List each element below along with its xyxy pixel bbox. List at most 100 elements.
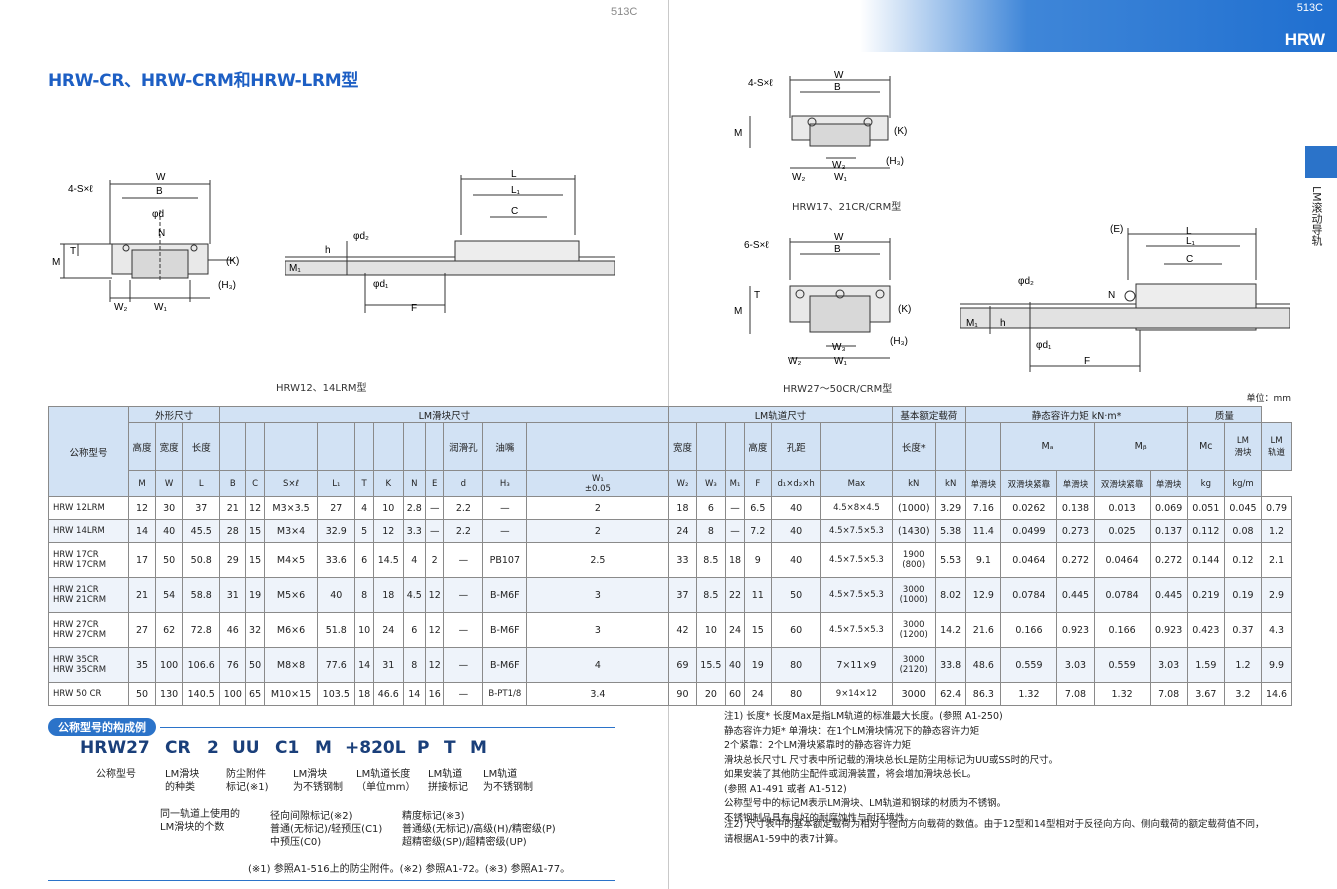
fig1-label-W2: W₂ (114, 302, 127, 313)
table-cell: 4.5×8×4.5 (820, 496, 893, 520)
table-cell: 10 (372, 496, 404, 520)
th-mc: Mᴄ (1186, 422, 1225, 471)
table-cell: 72.8 (182, 612, 221, 648)
symbol-cell: Max (820, 470, 893, 497)
side-tab-marker (1305, 146, 1337, 178)
fig3-label-W3: W₃ (832, 342, 846, 353)
table-cell: 16 (424, 682, 445, 706)
table-cell: 0.137 (1149, 519, 1188, 543)
table-cell: 8.02 (934, 577, 967, 613)
table-cell: 60 (770, 612, 822, 648)
th-pitch: 孔距 (770, 422, 822, 471)
table-cell: 4.5×7.5×5.3 (820, 519, 893, 543)
part-code-segment: +820L (345, 738, 406, 758)
table-cell: 42 (668, 612, 697, 648)
fig3-label-W: W (834, 232, 844, 243)
table-cell: 24 (725, 612, 745, 648)
symbol-cell: kg (1186, 470, 1225, 497)
table-cell: (1430) (891, 519, 936, 543)
fig1-label-phid: φd (152, 209, 164, 220)
table-cell: M8×8 (263, 647, 319, 683)
th-rail-width: 宽度 (668, 422, 697, 471)
table-cell: 7.16 (965, 496, 1002, 520)
fig1-label-H3: (H₃) (218, 280, 236, 291)
table-cell: 106.6 (182, 647, 221, 683)
table-cell: 15 (245, 519, 265, 543)
note-1: 注1) 长度* 长度Max是指LM轨道的标准最大长度。(参照 A1-250) 静… (724, 711, 1059, 824)
label-joint: LM轨道 拼接标记 (428, 769, 468, 793)
table-cell: 0.923 (1149, 612, 1188, 648)
table-cell: 3 (526, 577, 670, 613)
table-cell: 0.0784 (1000, 577, 1058, 613)
table-cell: 0.0499 (1000, 519, 1058, 543)
table-cell: 7.08 (1149, 682, 1188, 706)
table-cell: 12 (424, 612, 445, 648)
fig2-label-W3: W₃ (832, 160, 846, 171)
table-cell: 14 (354, 647, 374, 683)
figure3-caption: HRW27～50CR/CRM型 (783, 384, 893, 395)
label-accuracy: 精度标记(※3) 普通级(无标记)/高级(H)/精密级(P) 超精密级(SP)/… (402, 811, 556, 848)
table-cell: 18 (668, 496, 697, 520)
model-cell: HRW 17CR HRW 17CRM (48, 542, 129, 578)
table-cell: 2 (526, 496, 670, 520)
series-banner (860, 0, 1337, 52)
table-cell: 0.051 (1186, 496, 1225, 520)
fig3-label-N: N (1108, 290, 1115, 301)
symbol-cell: W (155, 470, 184, 497)
right-page-number: 513C (1296, 2, 1323, 14)
table-cell: — (482, 496, 528, 520)
th-rated: 基本额定载荷 (891, 406, 967, 423)
table-cell: 0.79 (1261, 496, 1292, 520)
symbol-cell: N (402, 470, 426, 497)
part-code-segment: T (444, 738, 456, 758)
table-cell: 50 (770, 577, 822, 613)
fig1-label-phid2: φd₂ (353, 231, 369, 242)
part-code-segment: C1 (275, 738, 300, 758)
table-cell: 1.2 (1223, 647, 1263, 683)
figure-hrw17-cross-section: 4-S×ℓ W B M (K) (H₃) W₃ W₂ W₁ (734, 70, 907, 183)
table-cell: — (443, 682, 484, 706)
table-cell: 3.03 (1149, 647, 1188, 683)
table-cell: B-PT1/8 (482, 682, 528, 706)
th-outer: 外形尺寸 (127, 406, 221, 423)
model-cell: HRW 12LRM (48, 496, 129, 520)
table-cell: 46 (219, 612, 247, 648)
table-cell: — (424, 496, 445, 520)
table-cell: 12 (127, 496, 157, 520)
table-cell: 19 (743, 647, 772, 683)
table-cell: 9 (743, 542, 772, 578)
table-cell: 32.9 (317, 519, 356, 543)
table-cell: 2.9 (1261, 577, 1292, 613)
table-cell: 0.069 (1149, 496, 1188, 520)
th-nipple: 油嘴 (482, 422, 528, 471)
table-cell: 1.2 (1261, 519, 1292, 543)
table-cell: 0.0262 (1000, 496, 1058, 520)
table-cell: 54 (155, 577, 184, 613)
fig3-label-B: B (834, 244, 841, 255)
table-cell: 10 (695, 612, 727, 648)
th-length: 长度 (182, 422, 221, 471)
table-cell: (1000) (891, 496, 936, 520)
table-cell: 69 (668, 647, 697, 683)
label-model: 公称型号 (96, 769, 136, 780)
example-badge: 公称型号的构成例 (48, 718, 156, 736)
table-cell: 0.423 (1186, 612, 1225, 648)
figure2-caption: HRW17、21CR/CRM型 (792, 202, 902, 213)
table-cell: M3×3.5 (263, 496, 319, 520)
part-code-segment: 2 (207, 738, 219, 758)
table-cell: 77.6 (317, 647, 356, 683)
table-cell: 0.272 (1149, 542, 1188, 578)
table-cell: 33 (668, 542, 697, 578)
th-rail-height: 高度 (743, 422, 772, 471)
fig2-label-K: (K) (894, 126, 907, 137)
table-cell: 12.9 (965, 577, 1002, 613)
label-rail-len: LM轨道长度 （单位mm） (356, 769, 416, 793)
th-grease: 润滑孔 (443, 422, 484, 471)
table-cell: 0.0464 (1093, 542, 1151, 578)
th-moment: 静态容许力矩 kN·m* (965, 406, 1188, 423)
